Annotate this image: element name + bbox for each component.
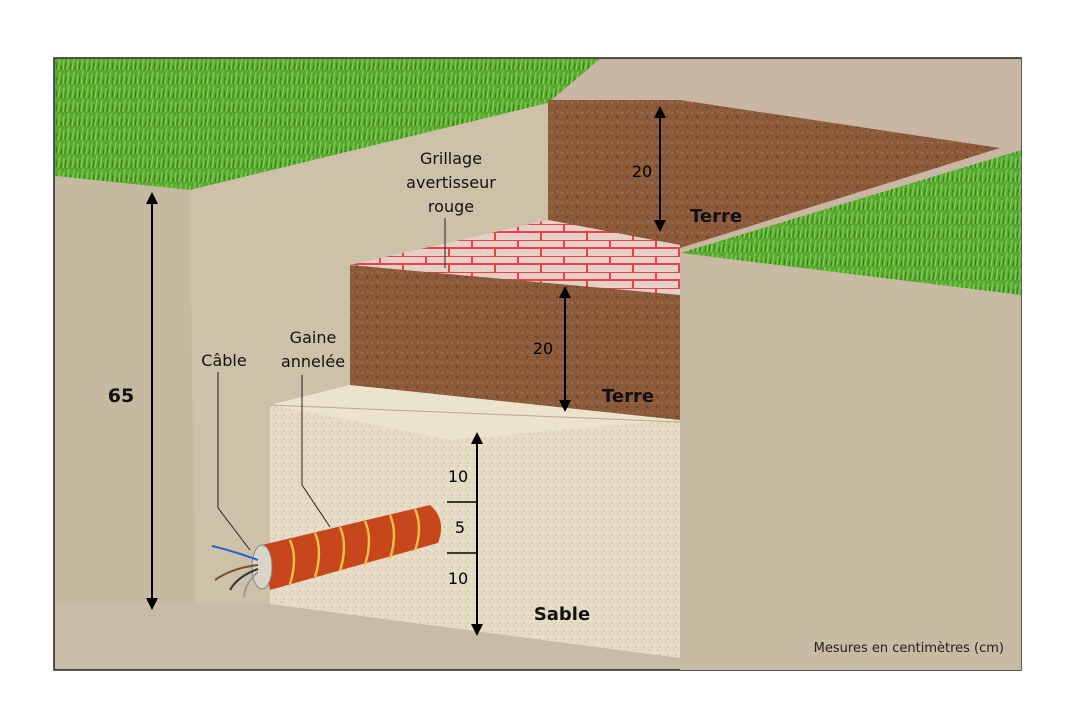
layer-label-sable: Sable [534, 604, 590, 625]
cable [211, 545, 259, 598]
layer-label-terre-top: Terre [690, 206, 742, 227]
dim-label-terre-top: 20 [632, 162, 652, 181]
dim-label-sable-below: 10 [448, 569, 468, 588]
dim-label-gaine: 5 [455, 518, 465, 537]
dim-label-total: 65 [108, 385, 134, 407]
grass-left [55, 59, 600, 190]
grillage-label-line1: Grillage [420, 149, 482, 168]
layer-label-terre-mid: Terre [602, 386, 654, 407]
trench-right-wall [680, 253, 1021, 670]
gaine-leader-2 [301, 484, 331, 528]
gaine-annelee [251, 505, 442, 590]
trench-left-wall [55, 176, 195, 604]
cable-label: Câble [201, 351, 246, 370]
sable-edge [269, 404, 681, 423]
grillage-label-line2: avertisseur [406, 173, 496, 192]
dim-label-terre-mid: 20 [533, 339, 553, 358]
cable-leader-2 [217, 507, 251, 551]
measurement-note: Mesures en centimètres (cm) [814, 641, 1004, 656]
grillage-label-line3: rouge [428, 197, 474, 216]
gaine-label-line1: Gaine [290, 328, 337, 347]
trench-back-wall [190, 103, 548, 604]
terre-mid-block [350, 265, 680, 420]
sable-top [270, 385, 680, 440]
grillage-mesh [350, 220, 680, 298]
grass-right [680, 150, 1021, 295]
dim-label-sable-above: 10 [448, 467, 468, 486]
gaine-label-line2: annelée [281, 352, 345, 371]
